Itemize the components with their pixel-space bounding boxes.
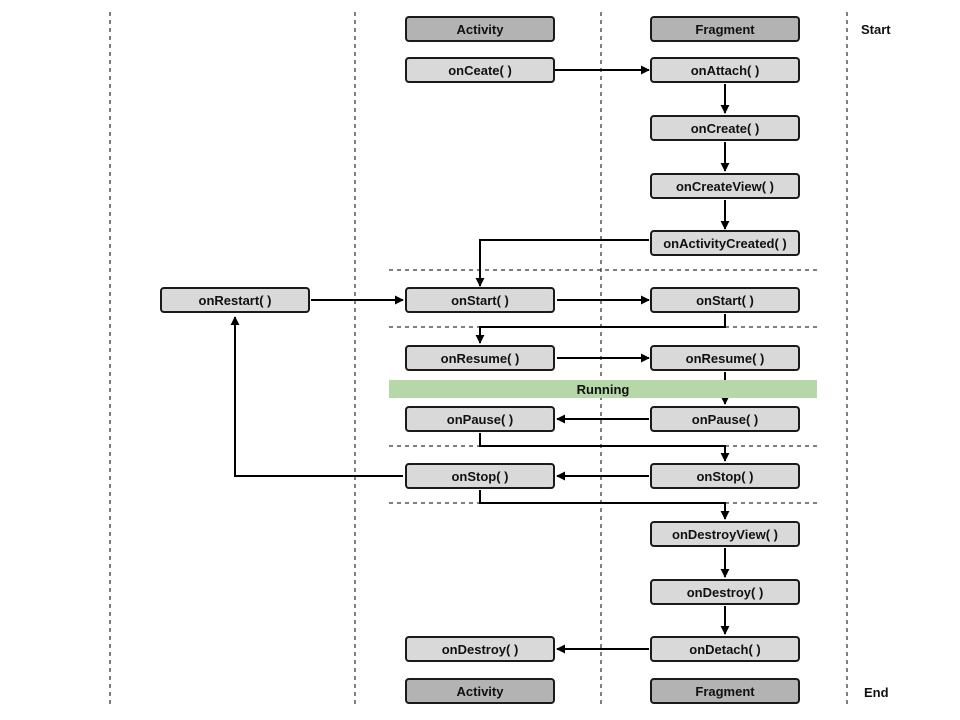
fragment-onstart-node: onStart( ) bbox=[650, 287, 800, 313]
arrow-onpause-to-fragment-onstop bbox=[479, 433, 730, 462]
fragment-onresume-node: onResume( ) bbox=[650, 345, 800, 371]
fragment-onactivitycreated-node: onActivityCreated( ) bbox=[650, 230, 800, 256]
arrow-onactivitycreated-to-onstart bbox=[475, 239, 649, 287]
fragment-ondestroyview-node: onDestroyView( ) bbox=[650, 521, 800, 547]
activity-header-bottom: Activity bbox=[405, 678, 555, 704]
arrow-onstop-to-onrestart bbox=[230, 316, 403, 477]
running-band: Running bbox=[389, 380, 817, 398]
fragment-oncreate-node: onCreate( ) bbox=[650, 115, 800, 141]
end-label: End bbox=[864, 685, 889, 700]
fragment-onstop-node: onStop( ) bbox=[650, 463, 800, 489]
fragment-ondetach-node: onDetach( ) bbox=[650, 636, 800, 662]
activity-onpause-node: onPause( ) bbox=[405, 406, 555, 432]
fragment-oncreateview-node: onCreateView( ) bbox=[650, 173, 800, 199]
fragment-onattach-node: onAttach( ) bbox=[650, 57, 800, 83]
onrestart-node: onRestart( ) bbox=[160, 287, 310, 313]
activity-oncreate-node: onCeate( ) bbox=[405, 57, 555, 83]
fragment-header-bottom: Fragment bbox=[650, 678, 800, 704]
fragment-ondestroy-node: onDestroy( ) bbox=[650, 579, 800, 605]
arrow-fragment-onstart-to-onresume bbox=[475, 314, 726, 344]
fragment-onpause-node: onPause( ) bbox=[650, 406, 800, 432]
running-label: Running bbox=[576, 381, 630, 397]
activity-onresume-node: onResume( ) bbox=[405, 345, 555, 371]
activity-header-top: Activity bbox=[405, 16, 555, 42]
activity-ondestroy-node: onDestroy( ) bbox=[405, 636, 555, 662]
fragment-header-top: Fragment bbox=[650, 16, 800, 42]
start-label: Start bbox=[861, 22, 891, 37]
arrow-onstop-to-ondestroyview bbox=[479, 490, 730, 520]
activity-onstop-node: onStop( ) bbox=[405, 463, 555, 489]
activity-onstart-node: onStart( ) bbox=[405, 287, 555, 313]
